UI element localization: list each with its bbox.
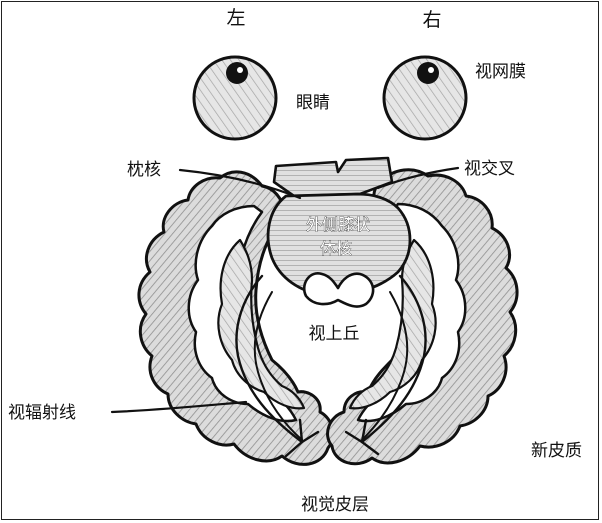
label-eye: 眼睛	[296, 93, 330, 113]
left-eye	[192, 55, 278, 141]
label-optic-radiation: 视辐射线	[8, 403, 76, 423]
label-lgn-line1: 外侧膝状	[306, 215, 370, 234]
label-neocortex: 新皮质	[531, 441, 582, 461]
radiation-pointer-line	[110, 400, 248, 414]
label-left: 左	[226, 7, 245, 29]
label-superior-colliculus: 视上丘	[309, 324, 360, 344]
pathway-lines	[110, 166, 460, 458]
optic-chiasm-shape	[272, 156, 394, 198]
label-retina: 视网膜	[475, 62, 526, 82]
chiasm-pointer-line	[376, 166, 460, 190]
label-lgn-line2: 体核	[320, 239, 352, 258]
right-eye	[382, 55, 468, 141]
right-pupil	[417, 62, 439, 84]
pillow-pointer-line	[178, 168, 302, 200]
label-optic-chiasm: 视交叉	[464, 159, 515, 179]
right-visual-cortex-band	[348, 238, 437, 410]
superior-colliculus	[302, 272, 375, 308]
label-visual-cortex: 视觉皮层	[301, 495, 369, 515]
label-pillow-nucleus: 枕核	[127, 160, 161, 180]
left-pupil	[226, 62, 248, 84]
label-right: 右	[422, 9, 441, 31]
